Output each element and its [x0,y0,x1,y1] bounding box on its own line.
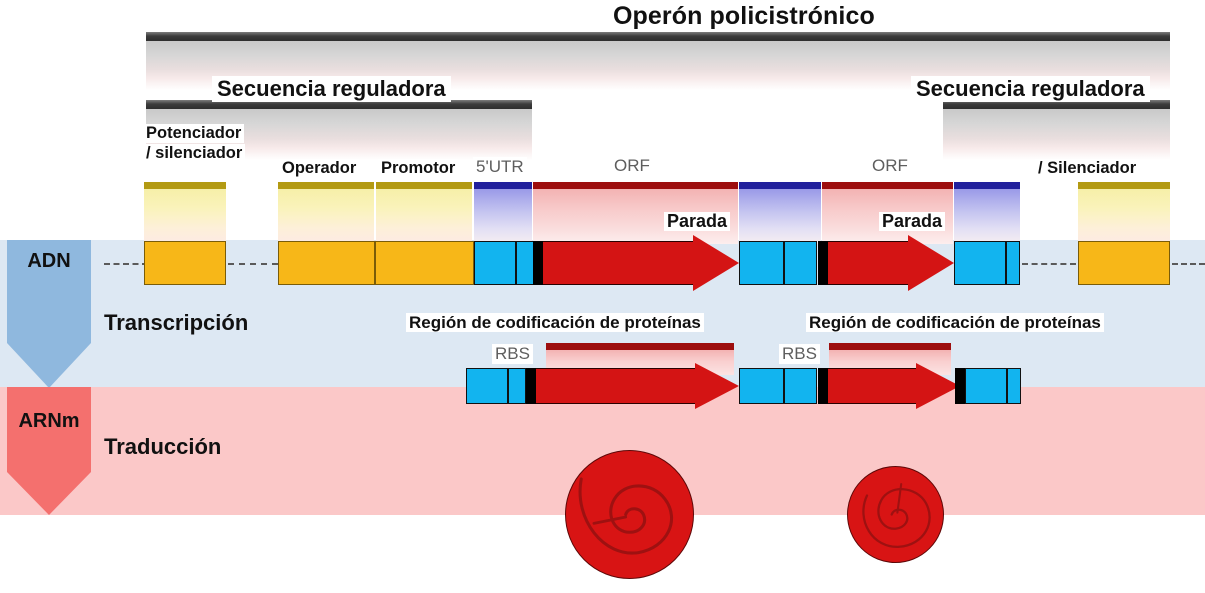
rna-three-prime-utr-b [1007,368,1021,404]
dna-inter-utr-b [784,241,817,285]
dna-dash-left-edge [104,263,148,265]
band-enhancer-body [144,189,226,244]
label-promoter: Promotor [378,159,459,178]
band-orf2-cap [822,182,953,189]
rna-inter-utr-a [739,368,784,404]
coding-region-2-cap [829,343,951,350]
rna-flow-stem [7,387,91,472]
dna-inter-utr-a [739,241,784,285]
dna-start-codon-2 [818,241,829,285]
rna-three-prime-utr-a [965,368,1007,404]
dna-flow-arrow [7,240,91,388]
dna-orf-2-shaft [828,241,910,285]
dna-three-prime-utr-a [954,241,1006,285]
dna-dash-mid-2 [1022,263,1076,265]
protein-small-spiral [862,483,931,548]
dna-operator-box [278,241,375,285]
band-enhancer-cap [144,182,226,189]
dna-five-prime-utr-b [516,241,534,285]
band-enhancer-silencer [144,182,226,244]
label-silencer-right: / Silenciador [1035,159,1140,178]
label-stop-1: Parada [664,212,731,231]
band-inter-utr-cap [739,182,821,189]
band-promoter-body [376,189,472,244]
rna-flow-tip [7,472,91,515]
band-operator-cap [278,182,374,189]
regulatory-label-right: Secuencia reguladora [911,76,1150,102]
rna-orf-1-arrow [536,363,739,409]
rna-start-codon-1 [526,368,537,404]
band-inter-utr [739,182,821,244]
transcription-label: Transcripción [104,310,249,335]
rna-five-prime-utr-b [508,368,526,404]
operon-bracket-bar [146,32,1170,41]
coding-region-label-1: Región de codificación de proteínas [406,313,704,332]
dna-orf-2-arrow [828,235,954,291]
band-promoter [376,182,472,244]
coding-region-1-cap [546,343,734,350]
dna-orf-2-head [908,235,954,291]
label-orf-1: ORF [611,156,653,176]
dna-promoter-box [375,241,474,285]
rna-flow-arrow [7,387,91,515]
dna-silencer-right-box [1078,241,1170,285]
regulatory-bracket-right-bar [943,100,1170,109]
regulatory-label-left: Secuencia reguladora [212,76,451,102]
rna-orf-2-arrow [828,363,961,409]
band-orf1-cap [533,182,738,189]
band-five-prime-utr [474,182,532,244]
band-utr-cap [474,182,532,189]
rna-flow-label: ARNm [18,410,80,432]
page-title: Operón policistrónico [607,2,881,31]
dna-three-prime-utr-b [1006,241,1020,285]
rna-orf-1-shaft [536,368,697,404]
band-operator [278,182,374,244]
band-three-prime-utr [954,182,1020,244]
regulatory-bracket-right [943,100,1170,160]
band-inter-utr-body [739,189,821,244]
protein-large-spiral [578,477,674,555]
dna-orf-1-shaft [543,241,695,285]
dna-flow-label: ADN [27,250,71,272]
regulatory-bracket-left-bar [146,100,532,109]
band-operator-body [278,189,374,244]
dna-dash-right-edge [1172,263,1205,265]
label-operator: Operador [279,159,360,178]
dna-start-codon-1 [533,241,544,285]
rna-stop-codon-end [955,368,966,404]
rbs-label-1: RBS [492,344,533,364]
band-three-utr-body [954,189,1020,244]
dna-orf-1-head [693,235,739,291]
dna-flow-tip [7,343,91,388]
band-promoter-cap [376,182,472,189]
label-orf-2: ORF [869,156,911,176]
dna-five-prime-utr-a [474,241,516,285]
label-enhancer-silencer-line1: Potenciador [143,124,245,143]
rna-orf-2-shaft [828,368,918,404]
translation-label: Traducción [104,434,222,459]
label-enhancer-silencer-line2: / silenciador [143,144,246,163]
rna-orf-1-head [695,363,739,409]
coding-region-label-2: Región de codificación de proteínas [806,313,1104,332]
band-three-utr-cap [954,182,1020,189]
rna-start-codon-2 [818,368,829,404]
dna-orf-1-arrow [543,235,739,291]
rna-five-prime-utr-a [466,368,508,404]
rna-orf-2-head [916,363,960,409]
band-silencer-right [1078,182,1170,244]
protein-product-small [847,466,944,563]
band-utr-body [474,189,532,244]
label-five-prime-utr: 5'UTR [473,157,527,177]
dna-enhancer-silencer-box [144,241,226,285]
label-stop-2: Parada [879,212,946,231]
regulatory-bracket-right-fade [943,109,1170,160]
band-silencer-right-cap [1078,182,1170,189]
dna-dash-mid-1 [228,263,278,265]
protein-product-large [565,450,694,579]
band-silencer-right-body [1078,189,1170,244]
rbs-label-2: RBS [779,344,820,364]
dna-flow-stem [7,240,91,343]
rna-inter-utr-b [784,368,817,404]
